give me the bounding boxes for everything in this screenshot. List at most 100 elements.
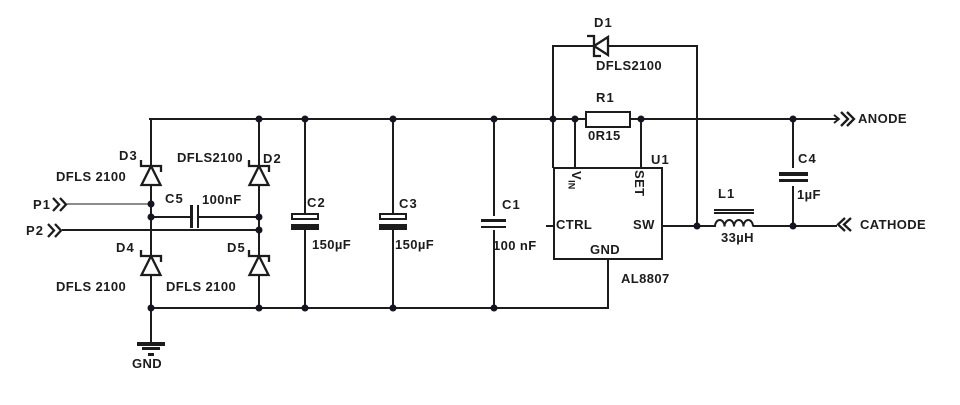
inductor-l1-coil <box>714 219 754 227</box>
diode-d5-ref: D5 <box>227 240 246 255</box>
ic-u1-pin-set: SET <box>631 170 647 197</box>
port-anode-label: ANODE <box>858 110 907 126</box>
junction-dot <box>389 115 397 122</box>
junction-dot <box>301 115 309 122</box>
capacitor-c5-plate <box>190 205 193 228</box>
junction-dot <box>490 115 497 122</box>
port-p2-chevrons <box>47 223 63 238</box>
capacitor-c4-ref: C4 <box>798 151 817 166</box>
diode-d4-ref: D4 <box>116 240 135 255</box>
diode-d5-symbol <box>247 250 270 277</box>
junction-dot <box>255 115 262 122</box>
wire-c1-branch <box>492 117 495 309</box>
inductor-l1-core <box>714 208 754 211</box>
capacitor-c5-ref: C5 <box>165 191 184 206</box>
gnd-symbol-bar <box>142 347 160 350</box>
junction-dot <box>490 304 497 312</box>
wire-c5 <box>149 216 259 218</box>
junction-dot <box>789 222 797 229</box>
wire-bridge-left <box>149 117 152 344</box>
inductor-l1-ref: L1 <box>718 186 736 201</box>
junction-dot <box>571 115 579 122</box>
wire-d1-left <box>551 45 554 168</box>
diode-d3-part: DFLS 2100 <box>56 169 127 184</box>
ic-u1-pin-ctrl: CTRL <box>556 217 593 232</box>
diode-d1-part: DFLS2100 <box>596 58 663 73</box>
junction-dot <box>147 200 154 208</box>
junction-dot <box>789 115 797 122</box>
diode-d1-symbol <box>587 34 610 58</box>
pin-vin-main: V <box>568 171 584 181</box>
port-p1-label: P1 <box>33 196 52 212</box>
symbol-mask <box>382 218 402 226</box>
port-p2-label: P2 <box>26 223 45 238</box>
junction-dot <box>301 304 309 312</box>
junction-dot <box>255 304 262 312</box>
capacitor-c2-plate-pos <box>291 212 319 220</box>
capacitor-c1-value: 100 nF <box>493 238 537 253</box>
ic-u1-pin-sw: SW <box>633 217 655 232</box>
diode-d2-symbol <box>247 160 270 187</box>
capacitor-c1-plate <box>481 225 506 229</box>
port-p1-chevrons <box>52 196 68 212</box>
inductor-l1-core <box>714 212 754 215</box>
diode-d3-symbol <box>139 160 162 187</box>
diode-d3-ref: D3 <box>119 148 138 163</box>
port-cathode-arrow <box>836 217 852 232</box>
capacitor-c3-plate-neg <box>379 223 407 230</box>
capacitor-c3-ref: C3 <box>399 196 418 211</box>
capacitor-c3-value: 150µF <box>395 237 435 252</box>
junction-dot <box>693 222 701 229</box>
capacitor-c4-plate <box>779 178 808 183</box>
capacitor-c3-plate-pos <box>379 212 407 220</box>
capacitor-c1-ref: C1 <box>502 197 521 212</box>
gnd-symbol-bar <box>136 342 165 346</box>
wire-p2 <box>62 228 259 231</box>
diode-d4-symbol <box>139 250 162 277</box>
junction-dot <box>255 226 262 234</box>
wire-bottom-rail <box>149 307 609 309</box>
port-anode-arrow <box>829 110 856 127</box>
diode-d2-part: DFLS2100 <box>177 150 244 165</box>
capacitor-c5-plate <box>196 205 200 228</box>
ic-u1-part: AL8807 <box>621 271 670 286</box>
symbol-mask <box>784 168 802 186</box>
junction-dot <box>147 213 154 221</box>
wire-gnd-pin <box>607 259 609 309</box>
wire-d1-right <box>696 45 698 226</box>
wire-p1 <box>67 203 151 205</box>
port-cathode-label: CATHODE <box>860 216 927 232</box>
capacitor-c2-plate-neg <box>291 223 319 230</box>
junction-dot <box>255 213 262 221</box>
wire-set-pin <box>640 118 642 168</box>
capacitor-c2-ref: C2 <box>307 195 326 210</box>
capacitor-c5-value: 100nF <box>202 191 242 207</box>
resistor-r1-body <box>585 111 631 128</box>
diode-d1-ref: D1 <box>594 15 613 30</box>
ic-u1-ref: U1 <box>651 151 670 167</box>
diode-d2-ref: D2 <box>263 151 282 166</box>
gnd-net-label: GND <box>132 356 163 371</box>
wire-d1 <box>552 45 698 47</box>
capacitor-c4-value: 1µF <box>797 186 821 202</box>
resistor-r1-value: 0R15 <box>588 127 621 143</box>
resistor-r1-ref: R1 <box>596 90 615 105</box>
junction-dot <box>389 304 397 312</box>
inductor-l1-value: 33µH <box>721 229 754 245</box>
gnd-symbol-bar <box>148 352 154 356</box>
ic-u1-pin-vin: VIN <box>564 171 584 190</box>
diode-d4-part: DFLS 2100 <box>56 279 127 294</box>
capacitor-c2-value: 150µF <box>312 237 352 252</box>
wire-ctrl-stub <box>546 225 553 227</box>
capacitor-c1-plate <box>481 219 506 222</box>
junction-dot <box>147 304 154 312</box>
wire-vin-pin <box>574 118 576 168</box>
ic-u1-body <box>553 167 663 260</box>
junction-dot <box>549 115 556 122</box>
symbol-mask <box>191 208 199 226</box>
junction-dot <box>637 115 645 122</box>
diode-d5-part: DFLS 2100 <box>166 279 237 294</box>
ic-u1-pin-gnd: GND <box>590 241 621 257</box>
pin-vin-sub: IN <box>565 180 576 190</box>
